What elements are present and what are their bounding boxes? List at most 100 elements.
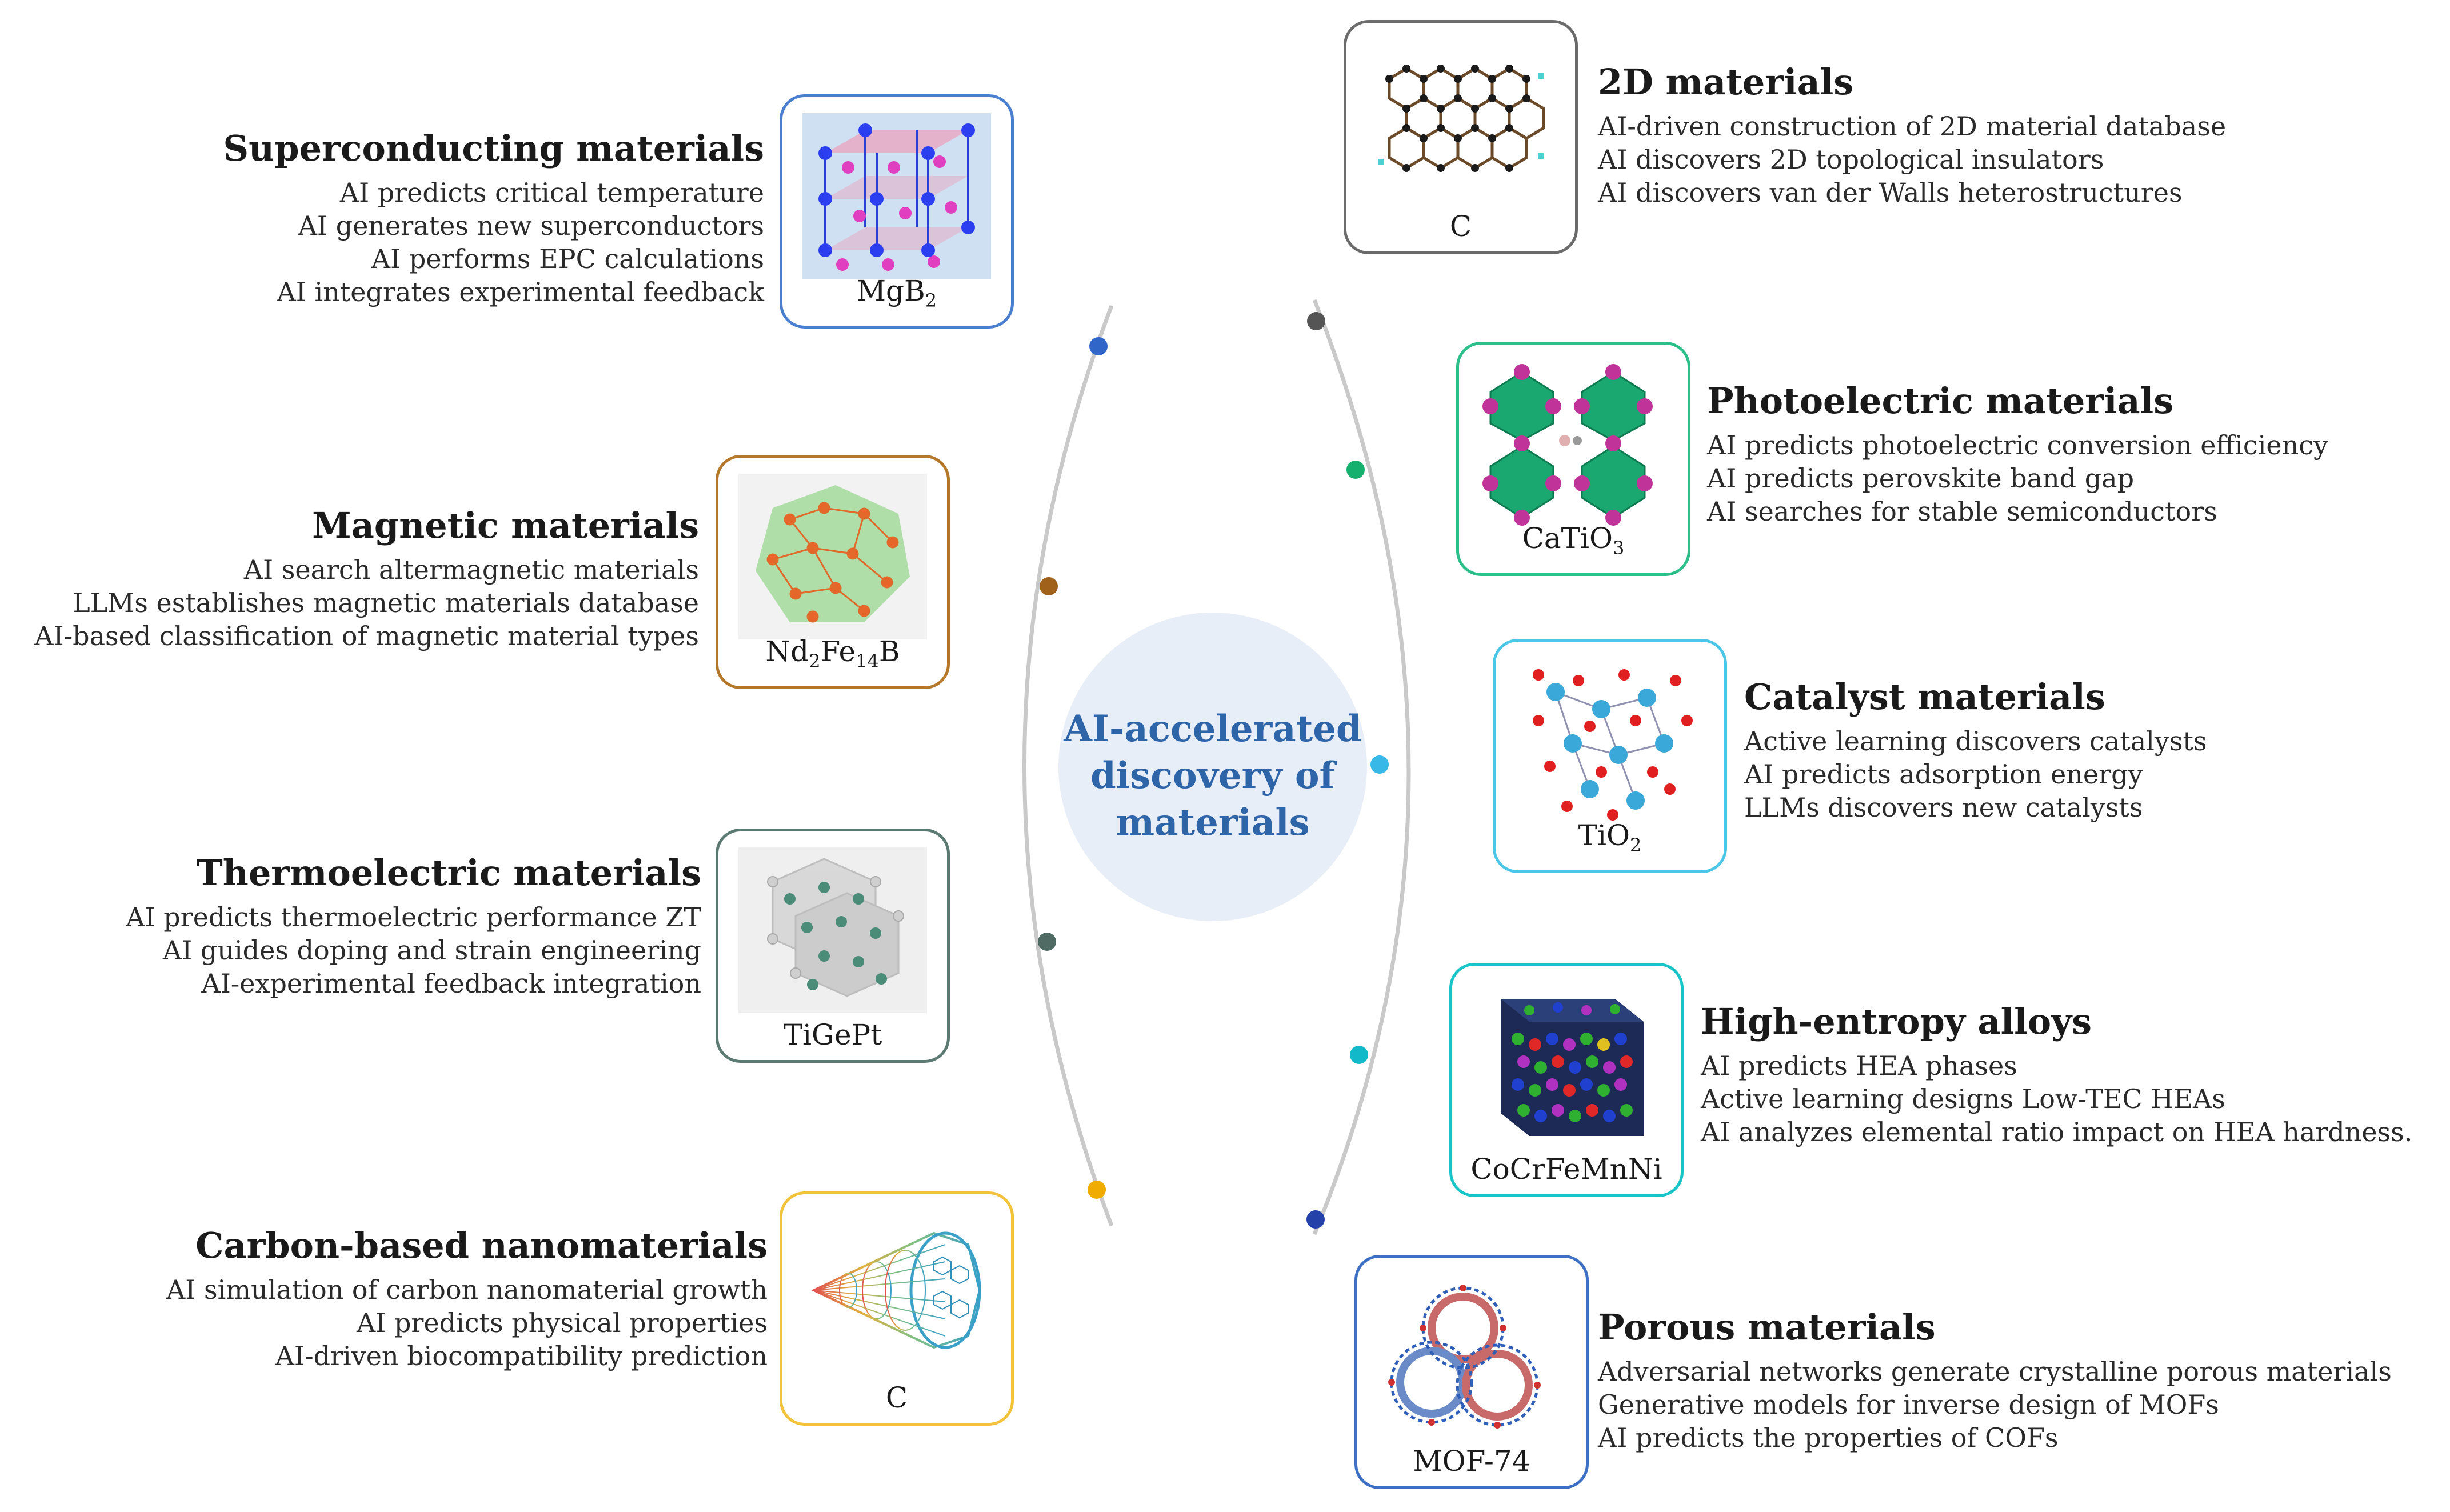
catio3-structure-image: [1482, 364, 1653, 526]
formula-tail-2: B: [878, 635, 900, 668]
left-arc: [1022, 305, 1114, 1227]
dot-superconducting: [1089, 337, 1108, 355]
formula-base: C: [1449, 210, 1472, 243]
block-photoelectric: Photoelectric materials AI predicts phot…: [1707, 378, 2328, 528]
item-carbon-2: AI predicts physical properties: [356, 1307, 768, 1338]
right-arc: [1312, 299, 1411, 1235]
item-porous-1: Adversarial networks generate crystallin…: [1598, 1356, 2392, 1387]
formula-base: TiGePt: [783, 1018, 882, 1051]
item-thermoelectric-2: AI guides doping and strain engineering: [162, 935, 701, 966]
graphene-image: [1378, 65, 1545, 172]
block-carbon: Carbon-based nanomaterials AI simulation…: [166, 1223, 768, 1373]
item-photoelectric-2: AI predicts perovskite band gap: [1707, 463, 2135, 494]
item-magnetic-2: LLMs establishes magnetic materials data…: [73, 587, 699, 618]
card-catalyst: TiO2: [1493, 639, 1727, 873]
card-magnetic: Nd2Fe14B: [716, 455, 950, 689]
dot-catalyst: [1370, 755, 1389, 774]
formula-mof74: MOF-74: [1357, 1444, 1586, 1478]
block-magnetic: Magnetic materials AI search altermagnet…: [34, 503, 699, 653]
hea-cube-image: [1501, 999, 1644, 1136]
item-magnetic-3: AI-based classification of magnetic mate…: [34, 621, 699, 651]
block-superconducting: Superconducting materials AI predicts cr…: [223, 126, 764, 309]
title-porous: Porous materials: [1598, 1306, 1936, 1348]
dot-carbon: [1088, 1181, 1106, 1199]
formula-graphene: C: [1346, 209, 1575, 243]
item-superconducting-2: AI generates new superconductors: [298, 210, 764, 241]
formula-base: Nd: [765, 635, 809, 668]
center-bubble: [1058, 613, 1367, 921]
block-catalyst: Catalyst materials Active learning disco…: [1744, 674, 2207, 824]
center-line-1: AI-accelerated: [1064, 707, 1362, 750]
block-thermoelectric: Thermoelectric materials AI predicts the…: [126, 850, 701, 1000]
formula-sub: 2: [809, 650, 821, 672]
dot-magnetic: [1040, 577, 1058, 595]
formula-nd2fe14b: Nd2Fe14B: [718, 634, 947, 678]
item-hea-2: Active learning designs Low-TEC HEAs: [1701, 1083, 2225, 1114]
mof74-structure-image: [1388, 1285, 1541, 1429]
formula-base: MOF-74: [1413, 1445, 1530, 1478]
item-2d-1: AI-driven construction of 2D material da…: [1598, 111, 2227, 142]
formula-tail: Fe: [820, 635, 856, 668]
dot-2d: [1307, 312, 1325, 330]
item-hea-1: AI predicts HEA phases: [1701, 1050, 2017, 1081]
item-thermoelectric-1: AI predicts thermoelectric performance Z…: [126, 902, 701, 933]
dot-porous: [1306, 1210, 1325, 1229]
item-catalyst-1: Active learning discovers catalysts: [1744, 726, 2207, 757]
center-line-3: materials: [1116, 801, 1310, 844]
card-thermoelectric: TiGePt: [716, 829, 950, 1063]
item-superconducting-4: AI integrates experimental feedback: [277, 277, 764, 307]
dot-hea: [1350, 1046, 1368, 1064]
formula-sub: 3: [1613, 537, 1625, 559]
item-carbon-3: AI-driven biocompatibility prediction: [275, 1341, 768, 1371]
block-hea: High-entropy alloys AI predicts HEA phas…: [1701, 999, 2412, 1149]
item-2d-2: AI discovers 2D topological insulators: [1598, 144, 2104, 175]
formula-catio3: CaTiO3: [1459, 521, 1688, 565]
card-hea: CoCrFeMnNi: [1449, 963, 1684, 1197]
title-thermoelectric: Thermoelectric materials: [196, 852, 701, 894]
formula-base: TiO: [1578, 819, 1630, 852]
title-superconducting: Superconducting materials: [223, 127, 764, 169]
mgb2-structure-image: [802, 113, 991, 279]
item-thermoelectric-3: AI-experimental feedback integration: [201, 968, 701, 999]
card-porous: MOF-74: [1354, 1255, 1589, 1489]
formula-base: CoCrFeMnNi: [1470, 1153, 1662, 1186]
item-catalyst-2: AI predicts adsorption energy: [1744, 759, 2143, 790]
dot-thermoelectric: [1038, 933, 1056, 951]
title-carbon: Carbon-based nanomaterials: [195, 1225, 768, 1266]
item-magnetic-1: AI search altermagnetic materials: [243, 554, 699, 585]
item-2d-3: AI discovers van der Walls heterostructu…: [1598, 177, 2183, 208]
title-2d: 2D materials: [1598, 61, 1854, 103]
item-catalyst-3: LLMs discovers new catalysts: [1744, 792, 2143, 823]
formula-sub-2: 14: [856, 650, 879, 672]
formula-tigept: TiGePt: [718, 1018, 947, 1052]
formula-sub: 2: [925, 290, 937, 311]
item-superconducting-1: AI predicts critical temperature: [339, 177, 764, 208]
block-2d: 2D materials AI-driven construction of 2…: [1598, 59, 2226, 209]
nd2fe14b-structure-image: [738, 474, 927, 639]
card-carbon: C: [780, 1191, 1014, 1426]
item-porous-2: Generative models for inverse design of …: [1598, 1389, 2219, 1420]
item-photoelectric-1: AI predicts photoelectric conversion eff…: [1707, 430, 2328, 461]
formula-carbon-tube: C: [782, 1381, 1011, 1415]
block-porous: Porous materials Adversarial networks ge…: [1598, 1305, 2392, 1454]
title-magnetic: Magnetic materials: [312, 505, 699, 546]
card-photoelectric: CaTiO3: [1456, 342, 1690, 576]
title-hea: High-entropy alloys: [1701, 1001, 2092, 1042]
tio2-structure-image: [1533, 669, 1693, 821]
nanotube-image: [811, 1231, 981, 1349]
tigept-structure-image: [738, 847, 927, 1013]
center-label: AI-accelerated discovery of materials: [1058, 706, 1367, 846]
dot-photoelectric: [1346, 461, 1365, 479]
card-2d: C: [1344, 20, 1578, 254]
item-superconducting-3: AI performs EPC calculations: [371, 243, 764, 274]
formula-cocrfemnni: CoCrFeMnNi: [1452, 1152, 1681, 1186]
formula-tio2: TiO2: [1496, 818, 1724, 862]
formula-mgb2: MgB2: [782, 274, 1011, 318]
item-carbon-1: AI simulation of carbon nanomaterial gro…: [166, 1274, 768, 1305]
card-superconducting: MgB2: [780, 94, 1014, 329]
item-porous-3: AI predicts the properties of COFs: [1598, 1422, 2059, 1453]
item-hea-3: AI analyzes elemental ratio impact on HE…: [1701, 1117, 2413, 1147]
formula-sub: 2: [1629, 834, 1642, 856]
